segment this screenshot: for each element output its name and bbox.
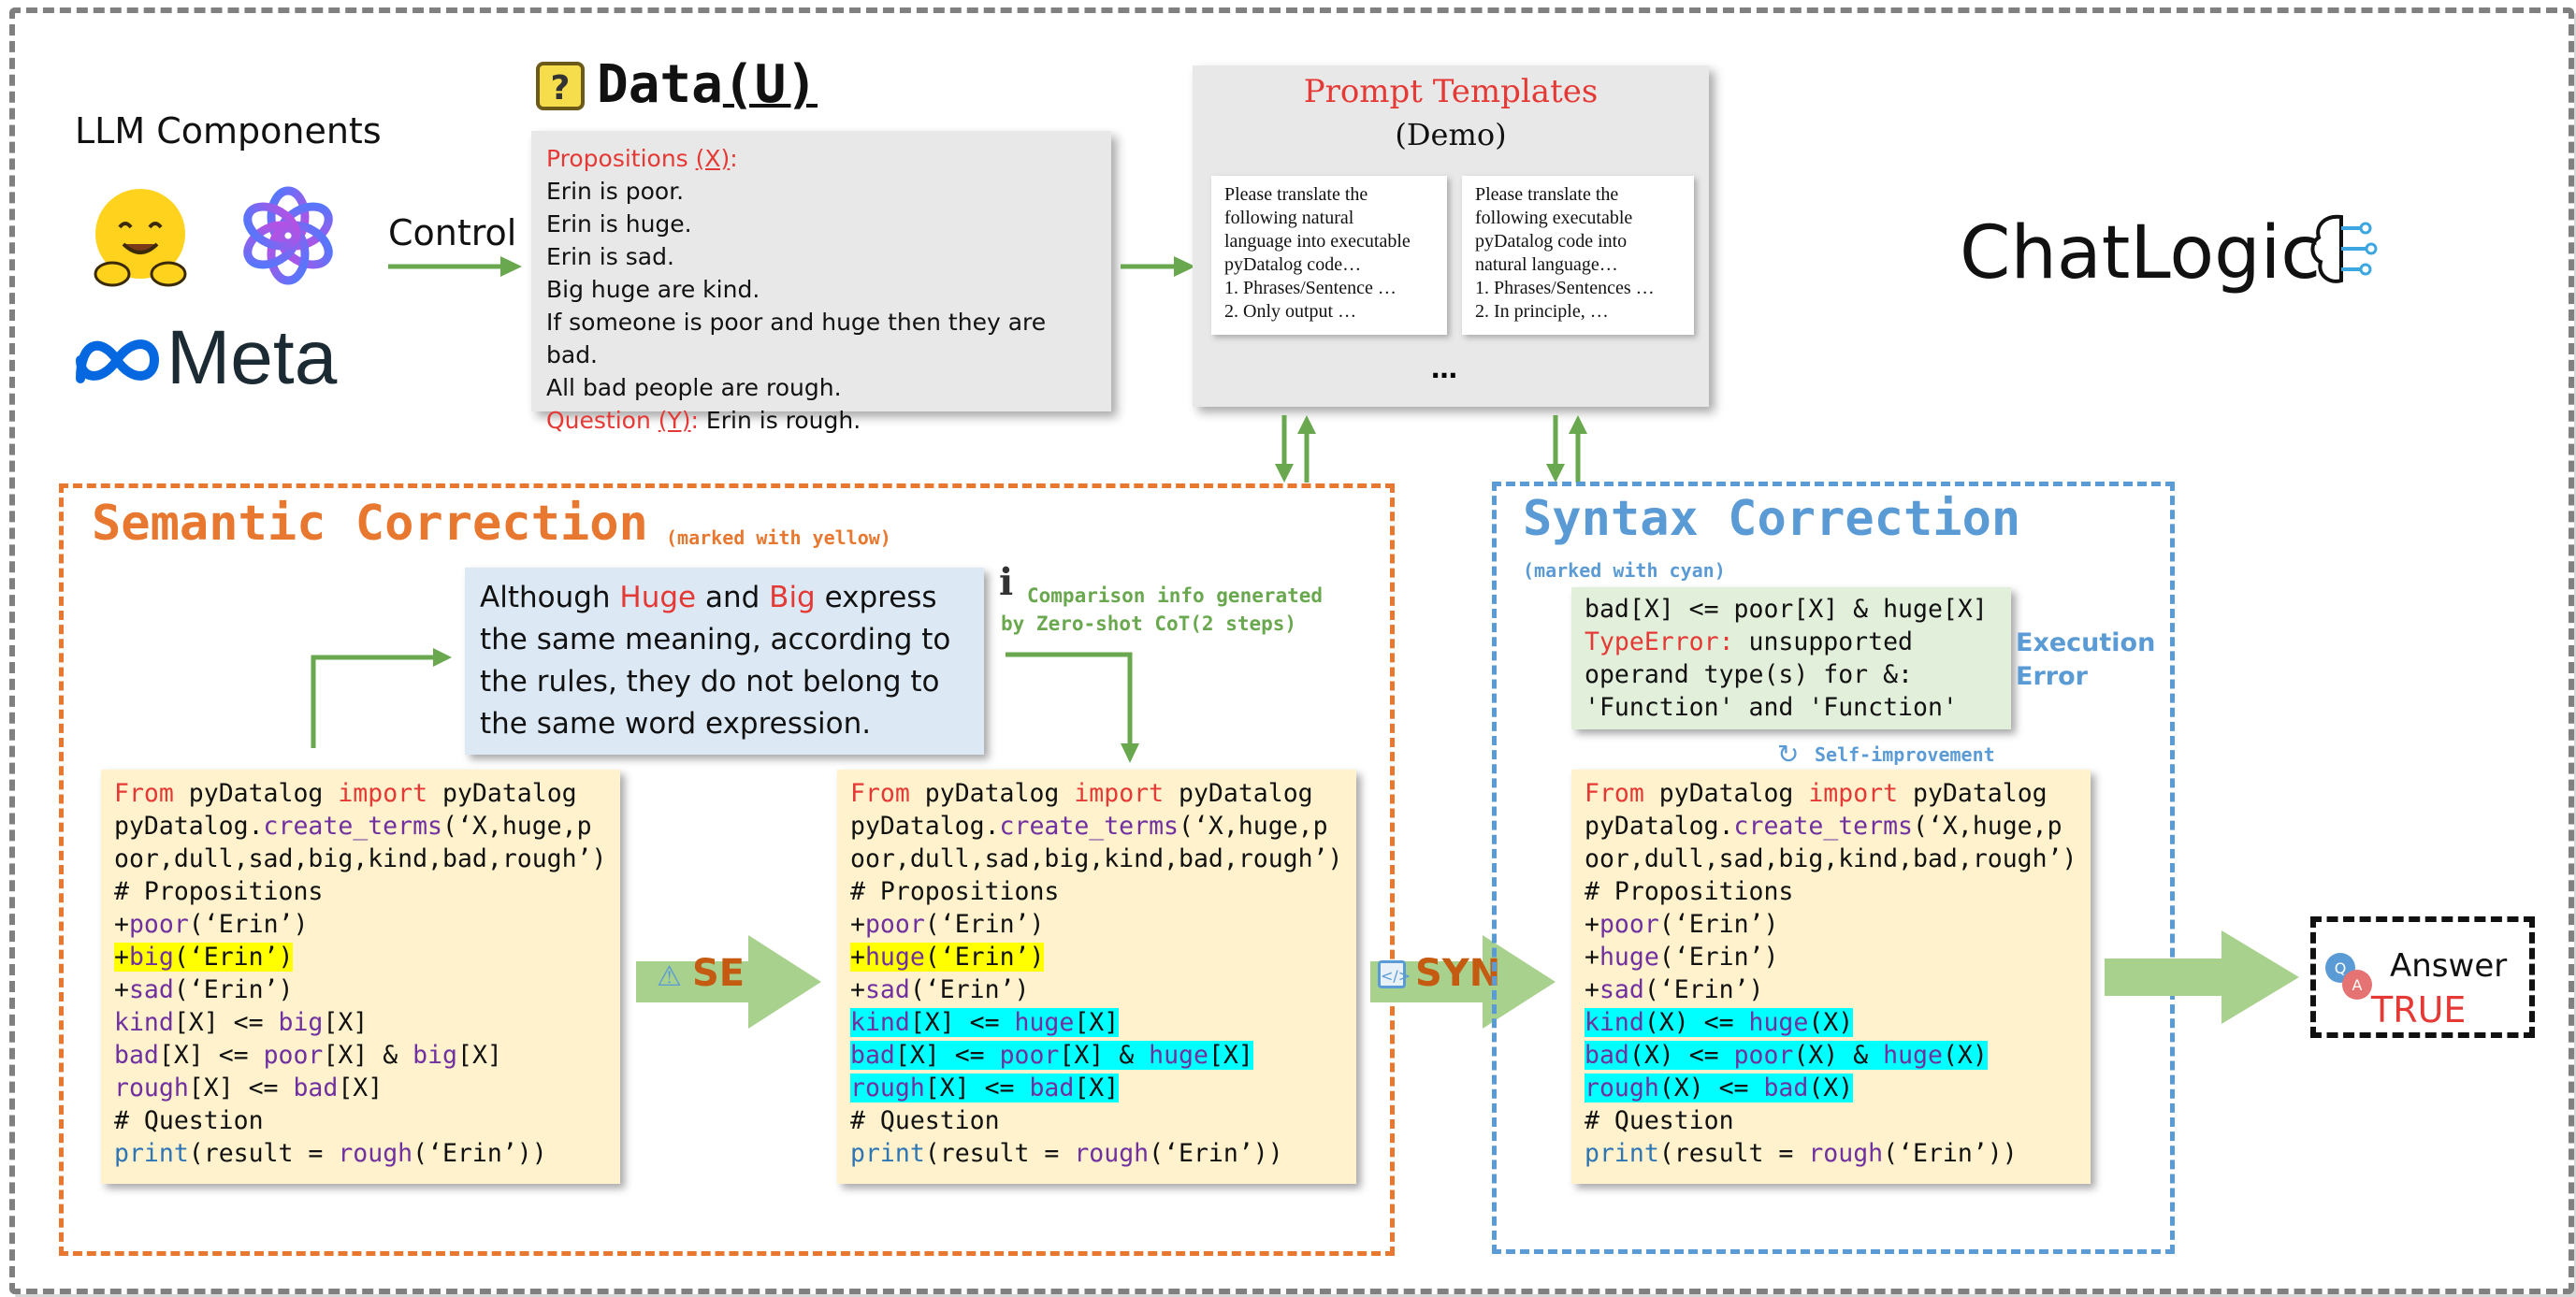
semantic-correction-frame [59,483,1395,1256]
data-box: Propositions (X): Erin is poor. Erin is … [531,131,1111,434]
prompt-semantic-arrows [1275,415,1316,483]
outer-frame [9,7,2574,1294]
code-box-original: From pyDatalog import pyDatalog pyDatalo… [101,770,620,1184]
data-line: Erin is poor. [546,178,685,205]
data-to-prompt-arrow [1121,256,1195,277]
meta-label: Meta [166,315,338,400]
exec-error-line1: Execution [2016,628,2156,657]
llm-components-title: LLM Components [75,110,382,151]
card-line: pyDatalog code… [1224,254,1362,275]
card-line: following executable [1475,208,1633,228]
warning-icon: ⚠ [657,960,682,993]
semantic-correction-title: Semantic Correction [92,496,648,552]
prompt-card-nl-to-code: Please translate the following natural l… [1211,176,1447,335]
card-line: Please translate the [1224,184,1368,205]
error-box: bad[X] <= poor[X] & huge[X] TypeError: u… [1571,587,2011,729]
se-label: SE [692,952,745,995]
card-line: language into executable [1224,231,1411,252]
data-line: All bad people are rough. [546,374,842,401]
card-line: 2. In principle, … [1475,301,1609,322]
card-line: Please translate the [1475,184,1619,205]
answer-arrow [2105,930,2299,1024]
chatlogic-title: ChatLogic [1960,211,2322,295]
control-label: Control [388,212,517,253]
self-improvement-label: Self-improvement [1815,743,1995,766]
data-title: Data(U) [597,54,818,115]
card-line: pyDatalog code into [1475,231,1628,252]
card-line: 1. Phrases/Sentence … [1224,278,1397,298]
syntax-correction-frame [1492,482,2175,1254]
syntax-correction-subtitle: (marked with cyan) [1523,559,1726,582]
svg-text:A: A [2352,976,2363,994]
card-line: following natural [1224,208,1354,228]
syn-arrow [1370,935,1556,1029]
question-line: Question (Y): Erin is rough. [546,407,861,434]
data-line: Erin is huge. [546,210,692,238]
code-to-explanation-arrow [311,648,452,748]
propositions-label: Propositions (X): [546,145,738,172]
prompt-templates-subtitle: (Demo) [1395,117,1507,152]
code-icon: </> [1378,960,1411,988]
code-box-syntax-corrected: From pyDatalog import pyDatalog pyDatalo… [1571,770,2091,1184]
data-line: Big huge are kind. [546,276,760,303]
meta-logo-icon [76,339,160,383]
answer-label: Answer [2390,947,2508,985]
data-line: Erin is sad. [546,243,674,270]
semantic-explanation-box: Although Huge and Big express the same m… [465,568,984,755]
answer-value: TRUE [2371,989,2467,1030]
brain-circuit-icon [2310,214,2378,283]
prompt-syntax-arrows [1546,415,1587,483]
info-icon: ℹ [999,561,1014,604]
code-box-semantic-corrected: From pyDatalog import pyDatalog pyDatalo… [837,770,1356,1184]
card-line: natural language… [1475,254,1618,275]
card-line: 2. Only output … [1224,301,1357,322]
se-arrow [636,935,821,1029]
card-line: 1. Phrases/Sentences … [1475,278,1655,298]
syn-label: SYN [1415,952,1501,995]
comparison-info-line2: by Zero-shot CoT(2 steps) [1001,612,1297,635]
prompt-card-code-to-nl: Please translate the following executabl… [1462,176,1694,335]
data-line: If someone is poor and huge then they ar… [546,309,1047,368]
exec-error-line2: Error [2016,662,2088,691]
prompt-ellipsis: … [1431,353,1457,384]
question-icon: ? [536,62,585,110]
refresh-icon: ↻ [1777,739,1800,770]
control-arrow [388,256,522,277]
explanation-to-code-arrow [1006,652,1139,763]
syntax-correction-title: Syntax Correction [1523,491,2021,547]
semantic-correction-subtitle: (marked with yellow) [666,526,891,549]
prompt-templates-title: Prompt Templates [1303,73,1599,110]
openai-icon [243,186,333,285]
hugging-face-icon [94,189,187,287]
svg-text:Q: Q [2335,959,2347,977]
qa-icon: Q A [2325,953,2372,1000]
comparison-info-line1: Comparison info generated [1027,584,1324,607]
